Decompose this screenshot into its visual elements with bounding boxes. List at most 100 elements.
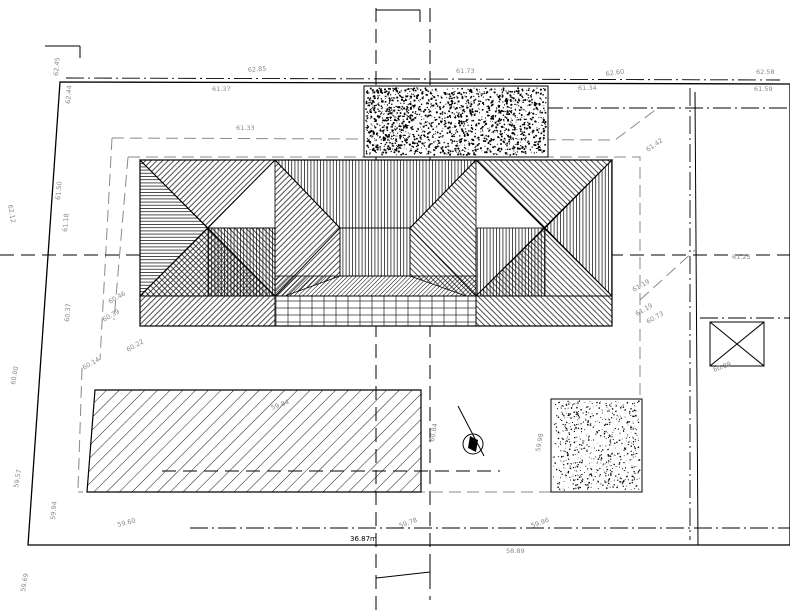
- texture-dot: [469, 153, 471, 155]
- texture-dot: [430, 151, 432, 153]
- texture-dot: [456, 151, 458, 153]
- texture-dot: [586, 477, 589, 480]
- texture-dot: [537, 131, 540, 134]
- texture-dot: [610, 458, 612, 460]
- texture-dot: [566, 416, 568, 418]
- texture-dot: [568, 423, 570, 425]
- texture-dot: [545, 102, 547, 104]
- texture-dot: [499, 98, 501, 101]
- texture-dot: [433, 96, 436, 99]
- texture-dot: [366, 121, 368, 123]
- texture-dot: [389, 141, 391, 144]
- texture-dot: [490, 139, 493, 142]
- texture-dot: [638, 469, 641, 471]
- texture-dot: [465, 95, 468, 98]
- texture-dot: [484, 117, 487, 119]
- texture-dot: [366, 127, 369, 129]
- texture-dot: [368, 99, 370, 101]
- texture-dot: [561, 405, 563, 407]
- texture-dot: [580, 423, 582, 425]
- texture-dot: [501, 93, 503, 96]
- texture-dot: [537, 145, 541, 149]
- texture-dot: [568, 487, 570, 488]
- texture-dot: [411, 94, 413, 96]
- texture-dot: [623, 461, 625, 464]
- texture-dot: [411, 114, 414, 117]
- texture-dot: [611, 408, 614, 410]
- texture-dot: [459, 126, 461, 128]
- texture-dot: [555, 430, 558, 432]
- texture-dot: [584, 418, 586, 420]
- texture-dot: [638, 459, 641, 461]
- texture-dot: [496, 94, 498, 96]
- texture-dot: [403, 115, 405, 118]
- texture-dot: [456, 143, 458, 145]
- texture-dot: [596, 401, 598, 404]
- texture-dot: [587, 468, 589, 470]
- texture-dot: [481, 126, 483, 129]
- texture-dot: [494, 129, 496, 132]
- texture-dot: [498, 112, 500, 114]
- texture-dot: [385, 107, 387, 109]
- texture-dot: [485, 92, 488, 94]
- texture-dot: [395, 105, 397, 108]
- texture-dot: [557, 486, 559, 489]
- texture-dot: [625, 409, 627, 410]
- texture-dot: [407, 103, 409, 106]
- texture-dot: [481, 118, 483, 121]
- texture-dot: [615, 475, 617, 477]
- texture-dot: [604, 431, 606, 433]
- texture-dot: [395, 91, 397, 93]
- texture-dot: [596, 463, 598, 464]
- texture-dot: [561, 419, 563, 422]
- texture-dot: [526, 89, 528, 91]
- texture-dot: [476, 93, 478, 95]
- texture-dot: [631, 481, 634, 484]
- texture-dot: [403, 112, 406, 115]
- texture-dot: [564, 417, 566, 419]
- texture-dot: [457, 151, 459, 153]
- texture-dot: [542, 88, 544, 90]
- texture-dot: [377, 103, 380, 106]
- texture-dot: [445, 120, 447, 122]
- texture-dot: [420, 147, 423, 149]
- texture-dot: [506, 144, 508, 147]
- texture-dot: [393, 100, 395, 102]
- texture-dot: [570, 417, 572, 419]
- texture-dot: [376, 91, 379, 93]
- texture-dot: [369, 97, 372, 99]
- texture-dot: [522, 131, 523, 133]
- texture-dot: [403, 126, 405, 129]
- texture-dot: [441, 113, 444, 115]
- texture-dot: [398, 128, 401, 131]
- texture-dot: [501, 89, 503, 91]
- texture-dot: [522, 101, 524, 103]
- texture-dot: [424, 108, 427, 111]
- texture-dot: [464, 144, 465, 146]
- texture-dot: [398, 147, 400, 149]
- texture-dot: [528, 103, 531, 107]
- elevation-label: 59.60: [116, 516, 136, 529]
- texture-dot: [633, 466, 635, 468]
- plot-boundary: [27, 81, 790, 546]
- texture-dot: [466, 121, 468, 124]
- texture-dot: [392, 134, 395, 137]
- texture-dot: [577, 427, 580, 430]
- texture-dot: [419, 140, 422, 143]
- texture-dot: [562, 405, 564, 407]
- texture-dot: [609, 469, 612, 471]
- texture-dot: [635, 466, 637, 467]
- texture-dot: [489, 149, 491, 151]
- texture-dot: [622, 485, 624, 487]
- texture-dot: [560, 476, 562, 478]
- texture-dot: [478, 119, 480, 121]
- texture-dot: [586, 434, 588, 435]
- texture-dot: [630, 425, 632, 427]
- texture-dot: [505, 133, 507, 135]
- texture-dot: [609, 455, 612, 457]
- texture-dot: [438, 106, 441, 109]
- texture-dot: [430, 106, 432, 108]
- texture-dot: [435, 126, 437, 128]
- texture-dot: [613, 463, 615, 466]
- texture-dot: [582, 479, 584, 481]
